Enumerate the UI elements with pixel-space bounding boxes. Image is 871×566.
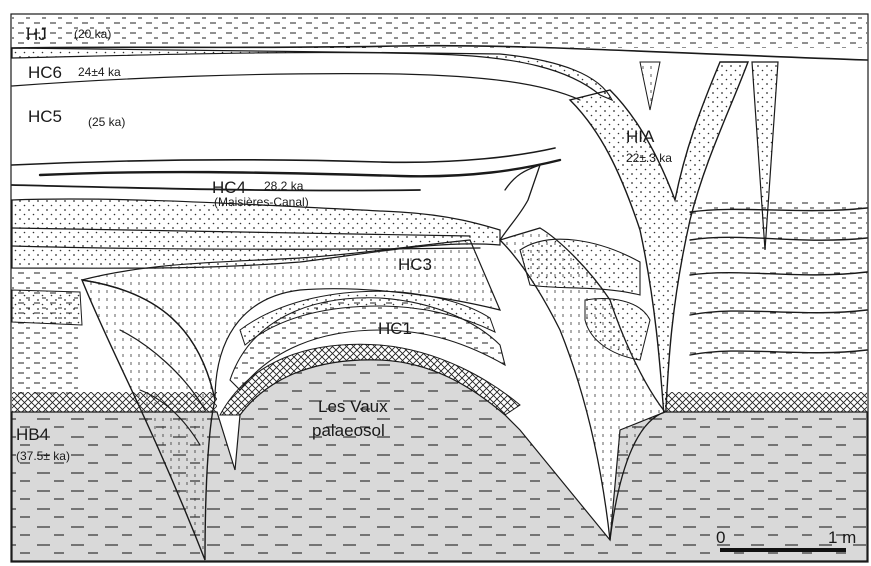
scale-bar-start: 0 (716, 528, 725, 547)
label-hc5: HC5 (28, 107, 62, 126)
label-hc4-site: (Maisières-Canal) (214, 195, 309, 209)
label-palaeosol-line2: palaeosol (312, 421, 385, 440)
label-hia-age: 22±.3 ka (626, 151, 672, 165)
left-dotted-band (12, 290, 82, 325)
layer-right-block (690, 200, 867, 390)
label-hc6: HC6 (28, 63, 62, 82)
label-hc3: HC3 (398, 255, 432, 274)
label-palaeosol-line1: Les Vaux (318, 397, 388, 416)
label-hb4: HB4 (16, 425, 49, 444)
label-hc4-age: 28.2 ka (264, 179, 304, 193)
label-hia: HIA (626, 127, 655, 146)
label-hj: HJ (26, 25, 47, 44)
label-hc6-age: 24±4 ka (78, 65, 121, 79)
label-hc5-age: (25 ka) (88, 115, 125, 129)
scale-bar-line (720, 548, 846, 552)
label-hb4-age: (37.5± ka) (16, 449, 70, 463)
scale-bar-end: 1 m (828, 528, 856, 547)
layer-hj (12, 15, 867, 48)
label-hc1: HC1 (378, 319, 412, 338)
hatch-right (665, 392, 867, 412)
label-hj-age: (20 ka) (74, 27, 111, 41)
layer-left-block (12, 270, 82, 395)
